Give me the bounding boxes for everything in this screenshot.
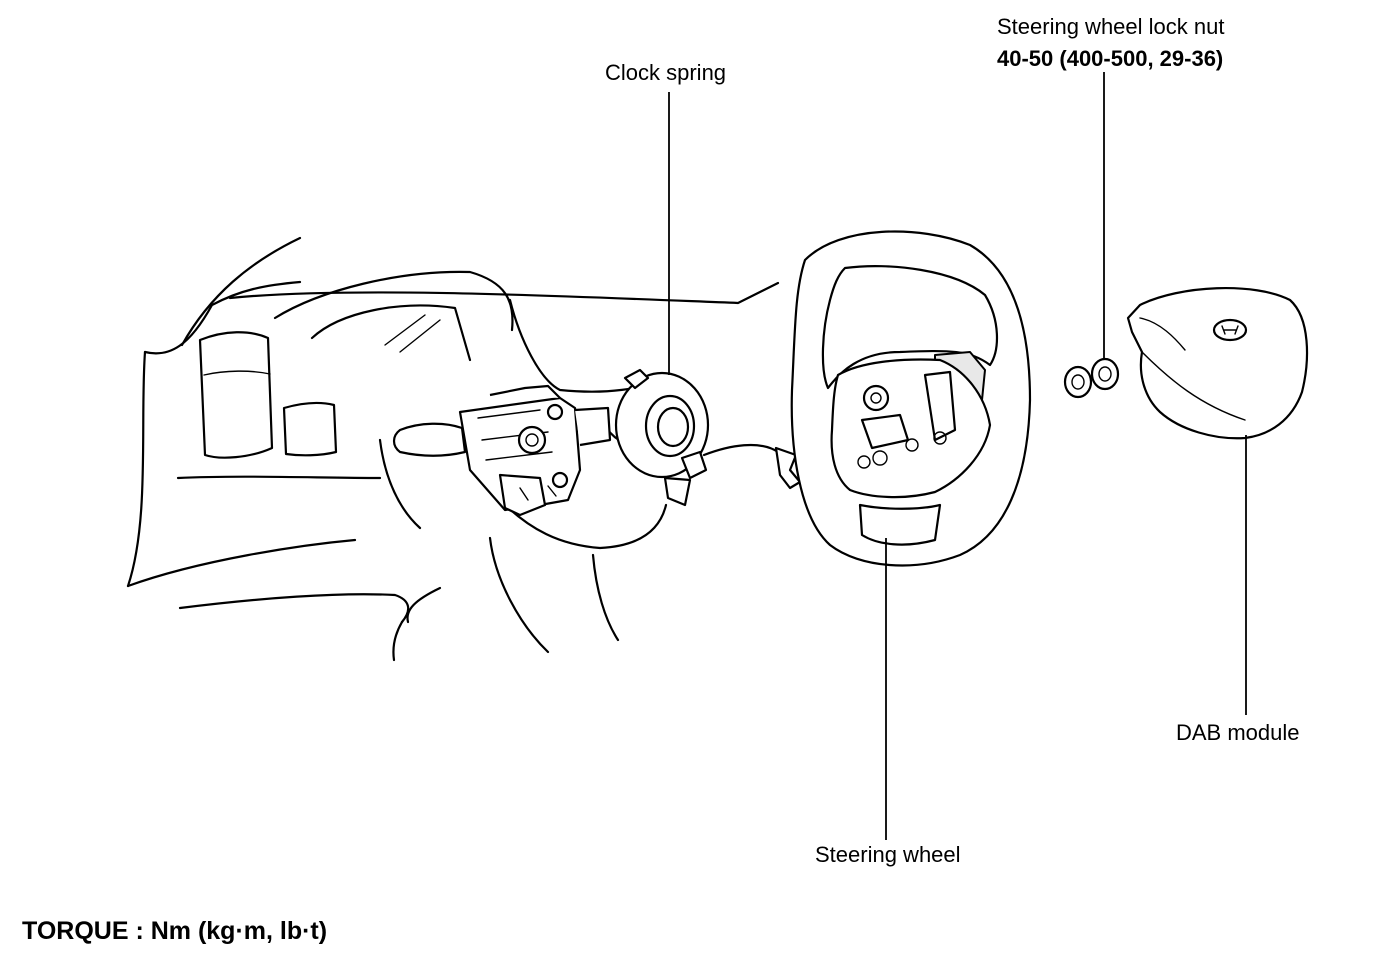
torque-units-note: TORQUE : Nm (kg·m, lb·t) [22, 917, 328, 945]
steering-wheel-label: Steering wheel [815, 842, 961, 867]
lock-nut-label: Steering wheel lock nut [997, 14, 1225, 39]
steering-column-switch [392, 384, 612, 517]
dab-module-label: DAB module [1176, 720, 1300, 745]
clock-spring-label: Clock spring [605, 60, 727, 85]
clock-spring-part [614, 368, 802, 507]
lock-nut-parts [1063, 357, 1120, 399]
dab-module-part [1126, 287, 1309, 440]
lock-nut-torque-value: 40-50 (400-500, 29-36) [997, 46, 1224, 71]
callout-leaders [668, 72, 1247, 840]
steering-wheel-part [790, 230, 1032, 567]
dashboard-panel [126, 236, 780, 662]
